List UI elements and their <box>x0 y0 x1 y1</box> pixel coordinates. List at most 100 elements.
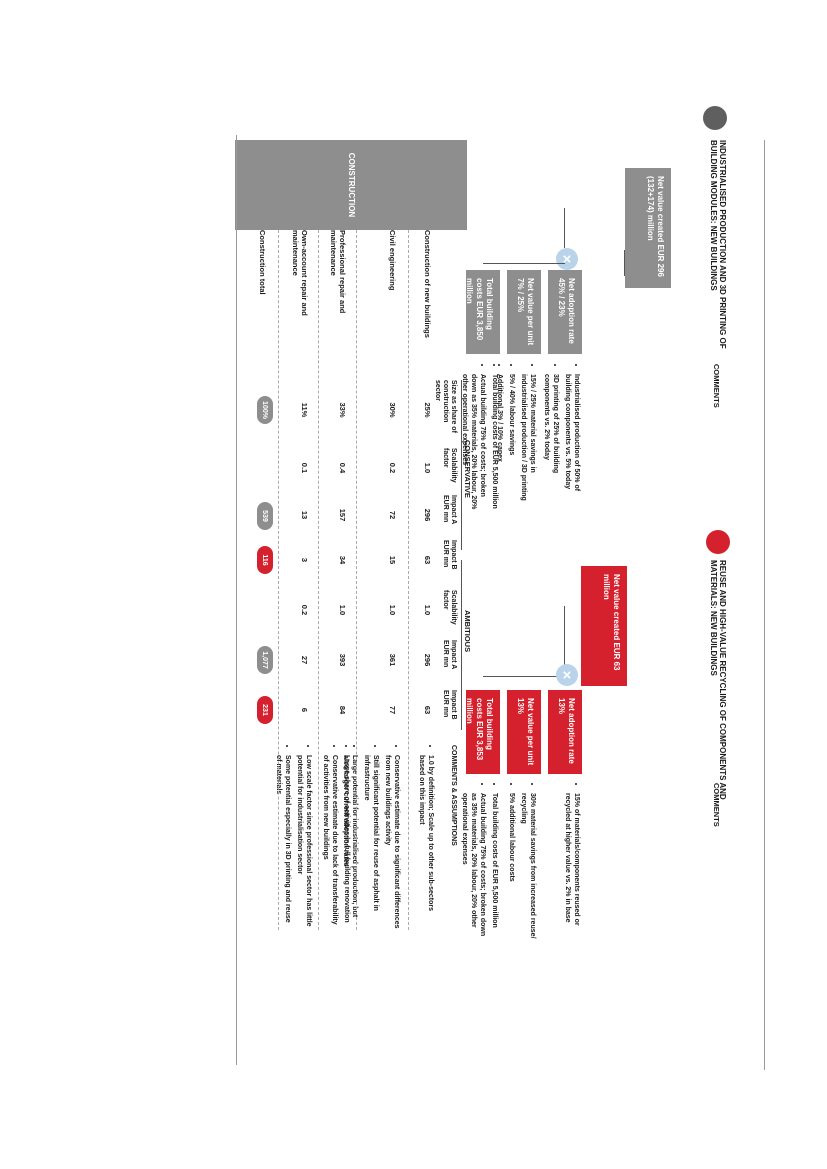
cell-c-impA: 72 <box>388 510 397 520</box>
right-cost-comments: Total building costs of EUR 5,500 millio… <box>457 783 499 943</box>
left-cost-box: Total building costs EUR 3,850 million <box>465 270 500 354</box>
total-size-pill: 100% <box>257 396 273 424</box>
row-label-civil: Civil engineering <box>388 230 397 291</box>
comment-item: 15% / 25% material savings in industrial… <box>519 374 537 514</box>
row-label-prof-repair: Professional repair and maintenance <box>329 230 347 314</box>
right-multiply-icon: × <box>556 664 578 686</box>
cell-c-impA: 157 <box>338 508 347 522</box>
cell-size: 25% <box>423 402 432 418</box>
table-bottom-rule <box>236 135 237 1065</box>
sector-label: CONSTRUCTION <box>347 152 356 218</box>
group-ambitious: AMBITIOUS <box>463 610 472 653</box>
left-multiply-icon: × <box>556 248 578 270</box>
row-label-total: Construction total <box>258 230 267 295</box>
cell-c-impB: 34 <box>338 555 347 565</box>
cell-c-impB: 3 <box>300 557 309 563</box>
col-header-c-impA: Impact A EUR mn <box>442 495 457 525</box>
cell-size: 30% <box>388 402 397 418</box>
cell-a-scal: 0.2 <box>300 604 309 616</box>
cell-a-impB: 84 <box>338 705 347 715</box>
cell-a-impA: 296 <box>423 653 432 667</box>
left-value-box: Net value created EUR 296 (132+174) mill… <box>625 168 671 288</box>
row-comments: Large share of activities in full buildi… <box>318 745 351 930</box>
right-tree-spine <box>483 676 565 677</box>
right-value-unit-box: Net value per unit 13% <box>507 690 541 774</box>
total-c-impA-pill: 539 <box>257 502 273 530</box>
right-value-box: Net value created EUR 63 million <box>581 566 627 686</box>
cell-size: 11% <box>300 402 309 418</box>
right-comments-header: COMMENTS <box>712 783 721 827</box>
comment-item: Still significant potential for reuse of… <box>362 755 380 930</box>
row-divider <box>356 230 357 930</box>
section-marker-red <box>706 530 730 554</box>
col-header-size: Size as share of construction sector <box>434 380 457 433</box>
right-section-title: REUSE AND HIGH-VALUE RECYCLING OF COMPON… <box>709 560 727 800</box>
right-adoption-comments: 15% of materials/components reused or re… <box>560 783 581 943</box>
cell-a-impA: 27 <box>300 655 309 665</box>
col-header-c-scal: Scalability factor <box>442 448 457 483</box>
left-tree-spine <box>483 263 565 264</box>
cell-c-impB: 15 <box>388 555 397 565</box>
total-a-impB-pill: 231 <box>257 696 273 724</box>
left-adoption-box: Net adoption rate 45% / 23% <box>548 270 582 354</box>
total-c-impB-pill: 116 <box>257 546 273 574</box>
col-header-a-scal: Scalability factor <box>442 590 457 625</box>
row-divider <box>318 230 319 930</box>
cell-c-impB: 63 <box>423 555 432 565</box>
section-marker-grey <box>703 106 727 130</box>
comment-item: Large share of activities in full buildi… <box>342 755 351 930</box>
cell-c-impA: 296 <box>423 508 432 522</box>
left-adoption-comments: Industrialised production of 50% of buil… <box>539 364 581 514</box>
cell-c-scal: 0.2 <box>388 462 397 474</box>
left-tree-stem <box>564 208 565 248</box>
comment-item: 5% / 40% labour savings <box>507 374 516 514</box>
cell-c-scal: 0.1 <box>300 462 309 474</box>
cell-a-impB: 63 <box>423 705 432 715</box>
group-conservative-rule <box>461 380 462 550</box>
left-value-unit-box: Net value per unit 7% / 25% <box>507 270 541 354</box>
cell-a-scal: 1.0 <box>338 604 347 616</box>
comment-item: Total building costs of EUR 5,500 millio… <box>490 374 499 514</box>
comment-item: 3D printing of 25% of building component… <box>542 374 560 514</box>
comment-item: Low scale factor since professional sect… <box>295 755 313 930</box>
left-tree-trunk <box>624 250 625 276</box>
cell-a-scal: 1.0 <box>388 604 397 616</box>
cell-a-impA: 393 <box>338 653 347 667</box>
comment-item: 5% additional labour costs <box>507 793 516 943</box>
comment-item: Total building costs of EUR 5,500 millio… <box>490 793 499 943</box>
cell-size: 33% <box>338 402 347 418</box>
comment-item: Actual building 75% of costs; broken dow… <box>460 793 487 943</box>
col-header-comments: COMMENTS & ASSUMPTIONS <box>450 745 457 846</box>
comment-item: 30% material savings from increased reus… <box>519 793 537 943</box>
col-header-c-impB: Impact B EUR mn <box>442 540 457 570</box>
cell-a-impB: 77 <box>388 705 397 715</box>
cell-c-impA: 13 <box>300 510 309 520</box>
col-header-a-impB: Impact B EUR mn <box>442 690 457 720</box>
comment-item: Some potential especially in 3D printing… <box>274 755 292 930</box>
cell-c-scal: 0.4 <box>338 462 347 474</box>
comment-item: 1.0 by definition; Scale up to other sub… <box>417 755 435 930</box>
cell-c-scal: 1.0 <box>423 462 432 474</box>
right-tree-stem <box>564 606 565 666</box>
comment-item: Conservative estimate due to lack of tra… <box>321 755 339 930</box>
sector-banner: CONSTRUCTION <box>235 140 467 230</box>
left-section-title: INDUSTRIALISED PRODUCTION AND 3D PRINTIN… <box>709 140 727 349</box>
left-comments-header: COMMENTS <box>712 364 721 408</box>
cell-a-impA: 361 <box>388 653 397 667</box>
page-right-rule <box>764 140 765 1070</box>
group-conservative: CONSERVATIVE <box>463 440 472 498</box>
right-value-comments: 30% material savings from increased reus… <box>504 783 537 943</box>
row-label-new-buildings: Construction of new buildings <box>423 230 432 338</box>
right-adoption-box: Net adoption rate 13% <box>548 690 582 774</box>
right-cost-box: Total building costs EUR 3,853 million <box>465 690 500 774</box>
total-a-impA-pill: 1,077 <box>257 646 273 674</box>
comment-item: 15% of materials/components reused or re… <box>563 793 581 943</box>
row-label-own-repair: Own-account repair and maintenance <box>291 230 309 316</box>
cell-a-impB: 6 <box>300 707 309 713</box>
cell-a-scal: 1.0 <box>423 604 432 616</box>
comment-item: Conservative estimate due to significant… <box>383 755 401 930</box>
col-header-a-impA: Impact A EUR mn <box>442 640 457 670</box>
row-comments: 1.0 by definition; Scale up to other sub… <box>414 745 435 930</box>
row-divider <box>278 230 279 930</box>
